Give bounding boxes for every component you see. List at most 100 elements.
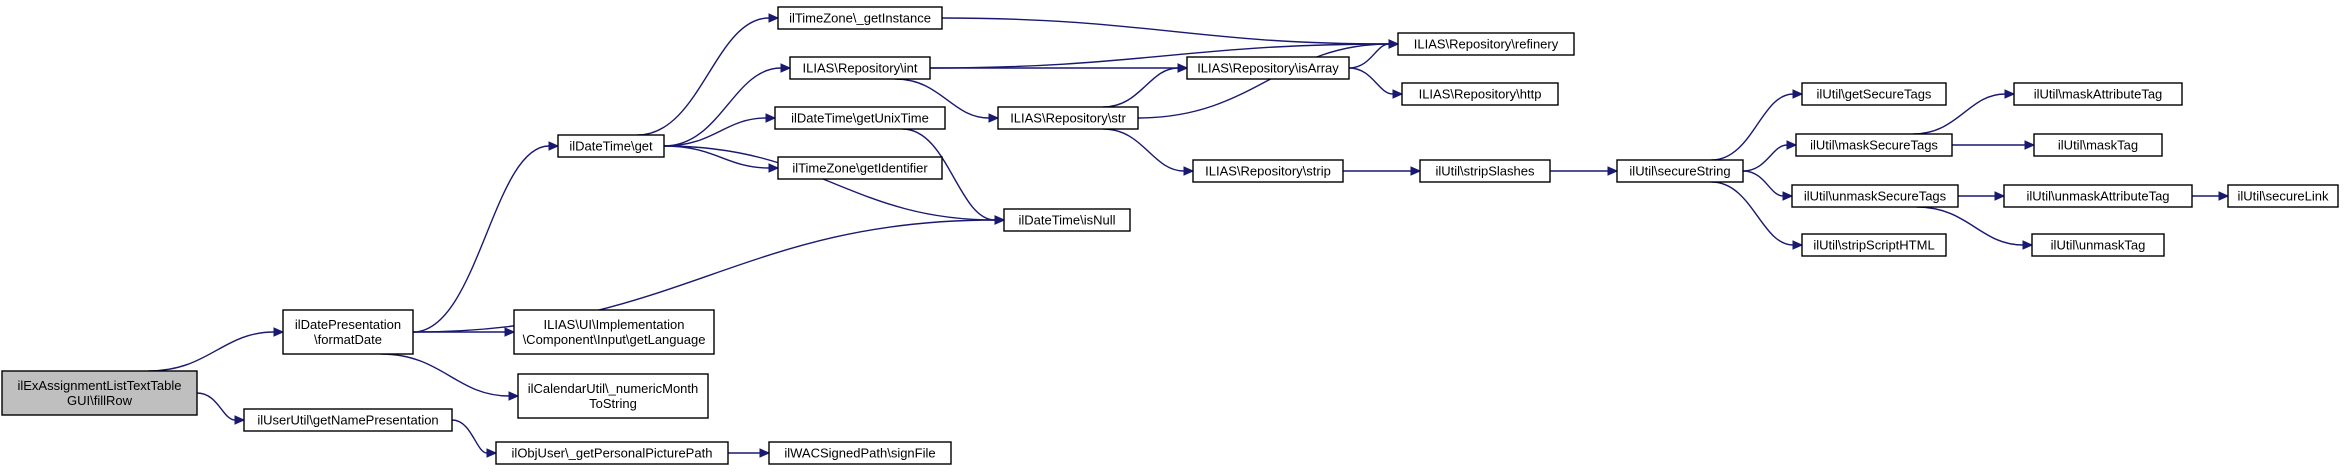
node-tz-get-identifier[interactable]: ilTimeZone\getIdentifier [777,156,943,180]
node-box [2033,133,2163,157]
arrowhead [1782,191,1794,201]
edge-dt-get-to-get-unix-time [663,113,777,147]
edge-format-date-to-numeric-month [380,353,520,401]
edge-repo-str-to-repo-is-array [1102,63,1189,108]
arrowhead [988,113,1000,123]
node-repo-refinery[interactable]: ILIAS\Repository\refinery [1397,32,1575,56]
node-label: ilUtil\maskAttributeTag [2034,87,2163,102]
node-box [1616,159,1744,183]
arrowhead [994,215,1006,225]
arrowhead [273,327,285,337]
arrowhead [759,448,771,458]
node-box [1801,233,1947,257]
arrowhead [1786,140,1798,150]
node-mask-secure-tags[interactable]: ilUtil\maskSecureTags [1795,133,1953,157]
node-label: ilCalendarUtil\_numericMonth [528,381,699,396]
node-format-date[interactable]: ilDatePresentation\formatDate [282,309,414,355]
node-unmask-secure-tags[interactable]: ilUtil\unmaskSecureTags [1791,184,1959,208]
node-repo-is-array[interactable]: ILIAS\Repository\isArray [1186,56,1350,80]
node-box [1419,159,1551,183]
node-mask-tag[interactable]: ilUtil\maskTag [2033,133,2163,157]
node-label: ilUtil\stripSlashes [1436,164,1535,179]
node-get-secure-tags[interactable]: ilUtil\getSecureTags [1801,82,1947,106]
edge-secure-string-to-get-secure-tags [1711,89,1804,161]
edge-dt-get-to-tz-get-instance [637,13,780,136]
arrowhead [765,113,777,123]
node-get-personal-picture-path[interactable]: ilObjUser\_getPersonalPicturePath [495,441,729,465]
edge-strip-slashes-to-secure-string [1549,166,1619,176]
node-label: ILIAS\Repository\strip [1205,164,1331,179]
edge-repo-int-to-repo-is-array [930,63,1189,73]
node-secure-link[interactable]: ilUtil\secureLink [2227,184,2339,208]
node-box [2003,184,2193,208]
edge-line [1711,181,1794,246]
edge-line [902,128,996,221]
edge-get-unix-time-to-is-null [902,128,1006,225]
edge-line [1912,93,2006,135]
node-secure-string[interactable]: ilUtil\secureString [1616,159,1744,183]
edge-unmask-secure-tags-to-unmask-tag [1916,206,2034,250]
node-get-name-presentation[interactable]: ilUserUtil\getNamePresentation [243,408,453,432]
node-get-language[interactable]: ILIAS\UI\Implementation\Component\Input\… [513,309,715,355]
node-box [1401,82,1559,106]
arrowhead [486,448,498,458]
edge-tz-get-instance-to-repo-refinery [941,17,1400,49]
node-box [2227,184,2339,208]
edge-line [663,117,767,147]
edge-unmask-secure-tags-to-unmask-attribute-tag [1958,191,2006,201]
edge-line [1348,67,1394,95]
arrowhead [508,391,520,401]
node-box [1186,56,1350,80]
node-tz-get-instance[interactable]: ilTimeZone\_getInstance [777,6,943,30]
node-label: ilTimeZone\getIdentifier [792,161,928,176]
edge-repo-int-to-repo-str [894,78,1000,123]
node-repo-str[interactable]: ILIAS\Repository\str [997,106,1139,130]
node-box [777,156,943,180]
node-is-null[interactable]: ilDateTime\isNull [1003,208,1131,232]
edge-line [1916,206,2024,246]
node-get-unix-time[interactable]: ilDateTime\getUnixTime [774,106,946,130]
edge-line [451,419,488,454]
node-label: ilUtil\unmaskAttributeTag [2026,189,2169,204]
edge-secure-string-to-mask-secure-tags [1742,140,1798,172]
edge-line [1742,170,1784,197]
node-label: ILIAS\UI\Implementation [544,317,685,332]
node-label: GUI\fillRow [67,393,133,408]
edge-line [1711,93,1794,161]
node-box [2013,82,2183,106]
node-box [997,106,1139,130]
node-label: ilDateTime\get [569,139,653,154]
arrowhead [2022,240,2034,250]
node-label: ilObjUser\_getPersonalPicturePath [512,446,713,461]
arrowhead [548,141,560,151]
edge-fill-row-to-get-name-presentation [196,392,246,425]
node-box [777,6,943,30]
node-label: ilDatePresentation [295,317,401,332]
node-unmask-tag[interactable]: ilUtil\unmaskTag [2031,233,2165,257]
node-box [1795,133,1953,157]
edge-repo-is-array-to-repo-http [1348,67,1404,99]
edge-get-personal-picture-path-to-sign-file [728,448,771,458]
edge-line [663,145,996,221]
edge-repo-str-to-repo-strip [1102,128,1195,176]
node-dt-get[interactable]: ilDateTime\get [557,134,665,158]
node-label: ilUtil\stripScriptHTML [1813,238,1934,253]
node-sign-file[interactable]: ilWACSignedPath\signFile [768,441,952,465]
node-box [1791,184,1959,208]
node-repo-strip[interactable]: ILIAS\Repository\strip [1192,159,1344,183]
node-strip-script-html[interactable]: ilUtil\stripScriptHTML [1801,233,1947,257]
edge-repo-strip-to-strip-slashes [1342,166,1422,176]
node-label: ilExAssignmentListTextTable [17,378,181,393]
edge-line [941,17,1390,45]
node-repo-int[interactable]: ILIAS\Repository\int [789,56,931,80]
node-strip-slashes[interactable]: ilUtil\stripSlashes [1419,159,1551,183]
node-mask-attribute-tag[interactable]: ilUtil\maskAttributeTag [2013,82,2183,106]
node-repo-http[interactable]: ILIAS\Repository\http [1401,82,1559,106]
node-label: ILIAS\Repository\isArray [1197,61,1339,76]
node-box [495,441,729,465]
node-label: ilDateTime\getUnixTime [791,111,929,126]
node-unmask-attribute-tag[interactable]: ilUtil\unmaskAttributeTag [2003,184,2193,208]
